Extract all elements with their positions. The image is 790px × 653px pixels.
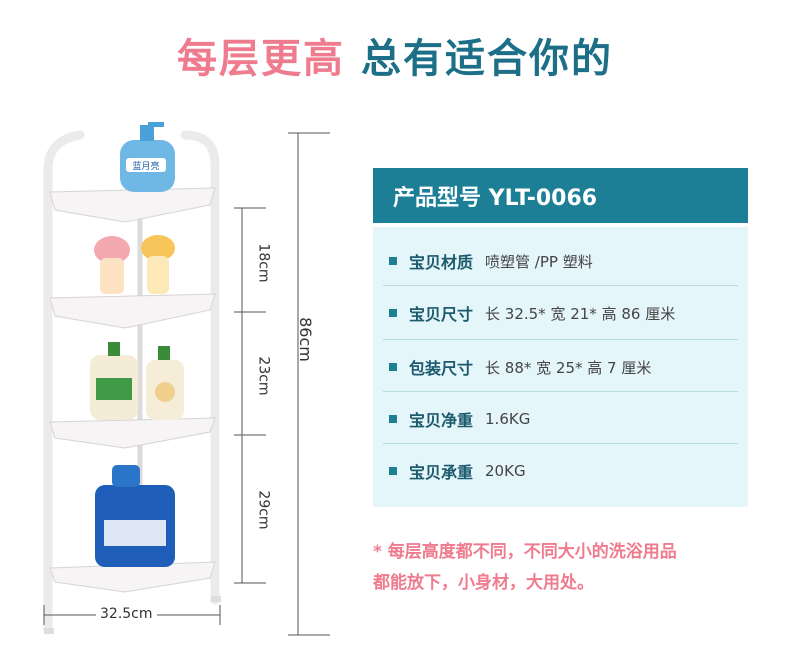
shelf-tier-4 <box>49 561 216 593</box>
spec-row-size: 宝贝尺寸 长 32.5* 宽 21* 高 86 厘米 <box>373 287 748 339</box>
bullet-icon <box>389 467 397 475</box>
spec-row-package: 包装尺寸 长 88* 宽 25* 高 7 厘米 <box>373 341 748 393</box>
headline-part-2: 总有适合你的 <box>360 36 613 82</box>
dim-tier-1: 18cm <box>255 241 272 285</box>
spec-label: 宝贝材质 <box>409 253 474 272</box>
spec-divider <box>383 443 738 444</box>
spec-value: 20KG <box>485 462 526 480</box>
spec-panel-title: 产品型号 YLT-0066 <box>373 168 748 223</box>
shelf-right-post <box>180 130 220 605</box>
spec-divider <box>383 285 738 286</box>
spec-value: 喷塑管 /PP 塑料 <box>485 252 593 271</box>
spec-divider <box>383 391 738 392</box>
note-line-1: * 每层高度都不同，不同大小的洗浴用品 <box>373 542 677 562</box>
kids-bottles <box>94 235 175 294</box>
spec-value: 长 32.5* 宽 21* 高 86 厘米 <box>485 304 676 323</box>
spec-label: 宝贝净重 <box>409 411 474 430</box>
bullet-icon <box>389 309 397 317</box>
spec-label: 宝贝承重 <box>409 463 474 482</box>
bullet-icon <box>389 363 397 371</box>
shelf-tier-1 <box>49 187 216 223</box>
shelf-left-post <box>43 130 85 635</box>
detergent-bottle <box>95 465 175 567</box>
bullet-icon <box>389 415 397 423</box>
dim-width: 32.5cm <box>96 606 157 622</box>
spec-label: 包装尺寸 <box>409 359 474 378</box>
liquid-soap-bottles <box>90 342 184 420</box>
spec-row-weight: 宝贝净重 1.6KG <box>373 393 748 445</box>
hand-soap-brand: 蓝月亮 <box>132 160 159 172</box>
spec-divider <box>383 339 738 340</box>
hand-soap-bottle: 蓝月亮 <box>120 122 175 192</box>
spec-value: 1.6KG <box>485 410 531 428</box>
shelf-illustration: 蓝月亮 <box>43 122 221 635</box>
headline-part-1: 每层更高 <box>177 36 346 82</box>
bullet-icon <box>389 257 397 265</box>
dim-tier-2: 23cm <box>255 354 272 398</box>
dim-tier-3: 29cm <box>255 488 272 532</box>
spec-value: 长 88* 宽 25* 高 7 厘米 <box>485 358 652 377</box>
spec-panel: 宝贝材质 喷塑管 /PP 塑料 宝贝尺寸 长 32.5* 宽 21* 高 86 … <box>373 227 748 507</box>
note-line-2: 都能放下，小身材，大用处。 <box>373 573 594 593</box>
dim-total-height: 86cm <box>295 317 315 362</box>
page-headline: 每层更高 总有适合你的 <box>0 26 790 84</box>
spec-row-material: 宝贝材质 喷塑管 /PP 塑料 <box>373 235 748 287</box>
shelf-tier-2 <box>49 293 216 329</box>
spec-label: 宝贝尺寸 <box>409 305 474 324</box>
spec-row-load: 宝贝承重 20KG <box>373 445 748 497</box>
shelf-tier-3 <box>49 417 216 449</box>
